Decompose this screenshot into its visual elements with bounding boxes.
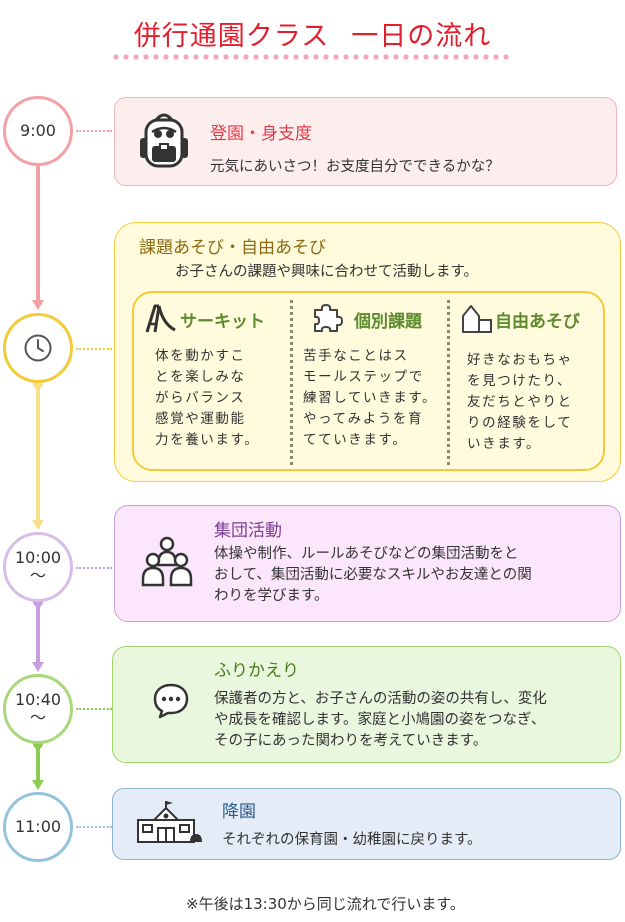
title-sub: 一日の流れ xyxy=(351,21,492,52)
card-text: お子さんの課題や興味に合わせて活動します。 xyxy=(175,264,479,280)
time-label: 10:00 xyxy=(14,548,62,567)
school-building-icon xyxy=(134,800,202,846)
subsection-title: 自由あそび xyxy=(495,312,580,332)
connector-dots xyxy=(76,567,112,569)
subsection-title: 個別課題 xyxy=(354,312,422,332)
card-title: 登園・身支度 xyxy=(210,124,312,144)
timeline-arrow-4 xyxy=(32,780,44,790)
blocks-icon xyxy=(460,302,494,334)
card-review xyxy=(112,646,621,763)
timeline-dot-2 xyxy=(33,379,43,389)
subsection-title: サーキット xyxy=(180,312,265,332)
time-suffix: 〜 xyxy=(29,566,46,585)
card-text: 保護者の方と、お子さんの活動の姿の共有し、変化 や成長を確認します。家庭と小鳩園… xyxy=(214,691,547,749)
play-subcard xyxy=(132,291,605,471)
subsection-text: 体を動かすこ とを楽しみな がらバランス 感覚や運動能 力を養います。 xyxy=(155,348,260,448)
connector-dots xyxy=(76,708,112,710)
time-circle-0900: 9:00 xyxy=(3,96,73,166)
card-arrival xyxy=(114,97,617,186)
time-label: 9:00 xyxy=(20,121,56,140)
connector-dots xyxy=(76,130,112,132)
card-title: ふりかえり xyxy=(214,661,299,681)
timeline-arrow-2 xyxy=(32,520,44,530)
timeline-line-3 xyxy=(36,602,40,664)
column-divider xyxy=(290,300,293,465)
connector-dots xyxy=(76,826,112,828)
connector-dots xyxy=(76,348,112,350)
time-circle-1100: 11:00 xyxy=(3,792,73,862)
backpack-icon xyxy=(138,110,190,170)
time-circle-1000: 10:00 〜 xyxy=(3,532,73,602)
subsection-text: 苦手なことはス モールステップで 練習していきます。 やってみようを育 てていき… xyxy=(303,348,438,448)
page-title: 併行通園クラス一日の流れ xyxy=(0,14,625,53)
card-text: 体操や制作、ルールあそびなどの集団活動をと おして、集団活動に必要なスキルやお友… xyxy=(214,546,532,604)
footnote: ※午後は13:30から同じ流れで行います。 xyxy=(186,895,465,913)
timeline-arrow-1 xyxy=(32,300,44,310)
card-title: 集団活動 xyxy=(214,521,282,541)
puzzle-icon xyxy=(311,302,343,334)
card-text: 元気にあいさつ！お支度自分でできるかな？ xyxy=(210,159,500,175)
time-label: 10:40 xyxy=(14,690,62,709)
time-circle-clock xyxy=(3,313,73,383)
timeline-line-2 xyxy=(36,384,40,522)
timeline-arrow-3 xyxy=(32,662,44,672)
card-text: それぞれの保育園・幼稚園に戻ります。 xyxy=(222,832,482,848)
card-title: 課題あそび・自由あそび xyxy=(139,238,326,258)
card-departure xyxy=(112,788,621,860)
group-people-icon xyxy=(141,535,193,587)
column-divider xyxy=(447,300,450,465)
title-dot-divider xyxy=(113,54,509,60)
slide-icon xyxy=(143,302,177,334)
speech-bubble-icon xyxy=(151,681,191,721)
clock-icon xyxy=(24,334,52,362)
timeline-line-1 xyxy=(36,166,40,302)
timeline-line-4 xyxy=(36,744,40,782)
subsection-text: 好きなおもちゃ を見つけたり、 友だちとやりと りの経験をして いきます。 xyxy=(467,352,573,452)
time-circle-1040: 10:40 〜 xyxy=(3,674,73,744)
card-title: 降園 xyxy=(222,802,256,822)
card-group xyxy=(114,505,621,622)
time-label: 11:00 xyxy=(14,817,62,836)
title-main: 併行通園クラス xyxy=(133,21,330,52)
timeline-dot-3 xyxy=(33,597,43,607)
time-suffix: 〜 xyxy=(29,708,46,727)
timeline-dot-4 xyxy=(33,739,43,749)
